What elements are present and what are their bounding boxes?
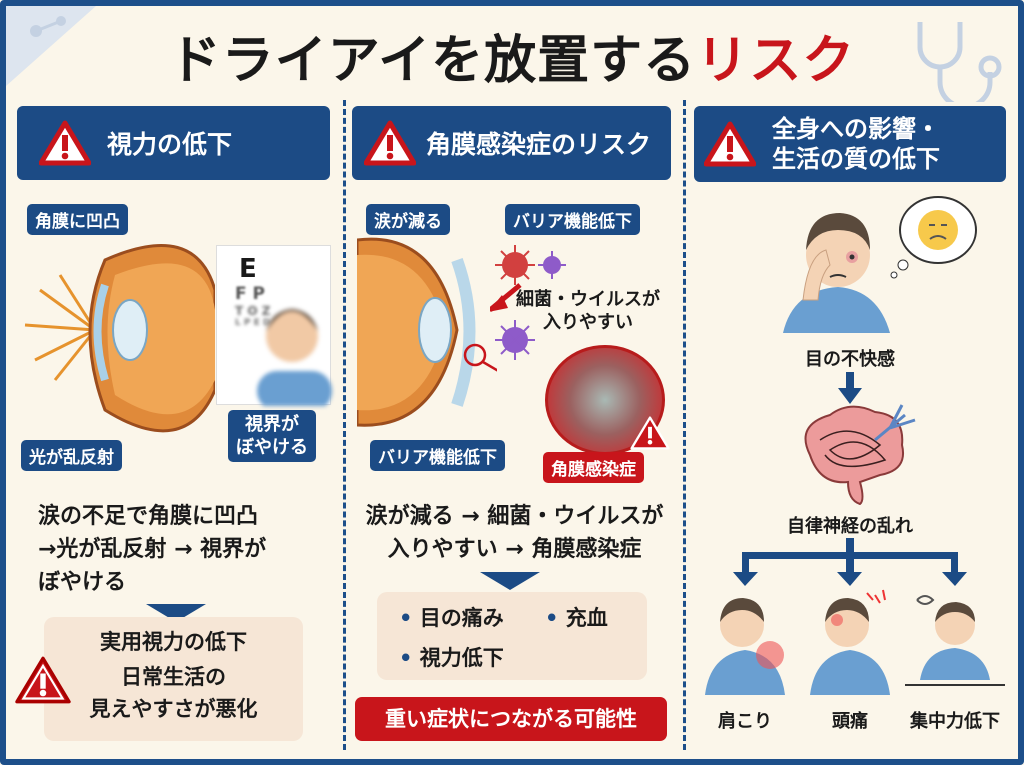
- blurred-person-illustration: [257, 309, 332, 406]
- effect-lack-of-focus: 集中力低下: [910, 711, 1000, 732]
- label-line: 細菌・ウイルスが: [516, 289, 660, 310]
- result-line: 日常生活の: [121, 665, 226, 689]
- header-label: 視力の低下: [107, 130, 233, 159]
- stethoscope-icon: [917, 22, 1002, 102]
- effect-stiff-shoulders: 肩こり: [718, 711, 772, 732]
- explain-line: 涙が減る → 細菌・ウイルスが: [365, 504, 664, 529]
- eye-chart: E F P T O Z L P E D: [216, 245, 332, 406]
- tag-line: ぼやける: [236, 437, 308, 458]
- eye-chart-row: E: [239, 254, 257, 284]
- eye-chart-row: F P: [235, 284, 265, 304]
- person-rubbing-eye-illustration: [783, 196, 977, 333]
- blurred-vision-tag: 視界がぼやける: [228, 410, 316, 462]
- warning-icon: [39, 120, 91, 166]
- warning-icon: [364, 120, 416, 166]
- result-line: 見えやすさが悪化: [89, 697, 258, 721]
- lack-of-focus-illustration: [905, 595, 1005, 686]
- shoulder-pain-illustration: [705, 598, 785, 695]
- molecule-decoration-icon: [6, 6, 96, 86]
- label-line: 入りやすい: [543, 312, 633, 333]
- systemic-effects-header: 全身への影響・生活の質の低下: [694, 106, 1006, 182]
- header-label: 角膜感染症のリスク: [426, 130, 652, 159]
- explain-line: 入りやすい → 角膜感染症: [387, 537, 642, 562]
- eye-discomfort-label: 目の不快感: [805, 349, 895, 370]
- eye-cross-section-illustration: [24, 244, 215, 433]
- header-line: 生活の質の低下: [772, 145, 940, 173]
- warning-icon: [704, 121, 756, 167]
- vision-result-box: 実用視力の低下 日常生活の 見えやすさが悪化: [44, 617, 303, 741]
- headache-illustration: [810, 589, 890, 695]
- corneal-infection-tag: 角膜感染症: [543, 452, 644, 483]
- symptom-item: • 視力低下: [399, 646, 504, 670]
- serious-symptoms-warning: 重い症状につながる可能性: [355, 697, 667, 741]
- vision-explanation: 涙の不足で角膜に凹凸 →光が乱反射 → 視界が ぼやける: [38, 500, 266, 599]
- symptoms-box: • 目の痛み • 充血 • 視力低下: [377, 592, 647, 680]
- tag-line: 視界が: [245, 414, 299, 435]
- explain-line: ぼやける: [38, 570, 127, 595]
- autonomic-disorder-label: 自律神経の乱れ: [787, 516, 913, 537]
- infection-explanation: 涙が減る → 細菌・ウイルスが 入りやすい → 角膜感染症: [352, 500, 677, 566]
- divider: [343, 100, 346, 750]
- symptom-label: 充血: [565, 606, 608, 630]
- warning-icon: [630, 416, 670, 450]
- effect-headache: 頭痛: [832, 711, 868, 732]
- symptom-label: 視力低下: [419, 646, 504, 670]
- germs-enter-label: 細菌・ウイルスが入りやすい: [516, 288, 660, 334]
- explain-line: 涙の不足で角膜に凹凸: [38, 504, 259, 529]
- down-arrow-icon: [838, 372, 862, 404]
- tears-decrease-tag: 涙が減る: [366, 204, 450, 235]
- corneal-infection-header: 角膜感染症のリスク: [352, 106, 671, 180]
- vision-decline-header: 視力の低下: [17, 106, 330, 180]
- dry-eye-illustration: [357, 237, 497, 427]
- eye-chart-row: T O Z: [235, 304, 271, 318]
- symptom-item: • 目の痛み: [399, 606, 504, 630]
- light-scatter-tag: 光が乱反射: [21, 440, 122, 471]
- symptom-item: • 充血: [545, 606, 608, 630]
- divider: [683, 100, 686, 750]
- title-main: ドライアイを放置する: [168, 31, 697, 91]
- barrier-decline-tag: バリア機能低下: [370, 440, 505, 471]
- cornea-bump-tag: 角膜に凹凸: [27, 204, 128, 235]
- branching-arrows-icon: [733, 538, 967, 586]
- page-title: ドライアイを放置するリスク: [0, 18, 1024, 93]
- bacteria-virus-icon: [490, 245, 566, 360]
- header-line: 全身への影響・: [772, 115, 940, 143]
- result-line: 実用視力の低下: [100, 630, 247, 654]
- eye-chart-row: L P E D: [235, 318, 271, 328]
- tangled-brain-illustration: [804, 404, 916, 505]
- down-arrow-icon: [480, 572, 540, 590]
- title-accent: リスク: [696, 31, 856, 91]
- warning-icon: [15, 656, 71, 704]
- explain-line: →光が乱反射 → 視界が: [38, 537, 267, 562]
- barrier-decline-tag: バリア機能低下: [505, 204, 640, 235]
- symptom-label: 目の痛み: [419, 606, 504, 630]
